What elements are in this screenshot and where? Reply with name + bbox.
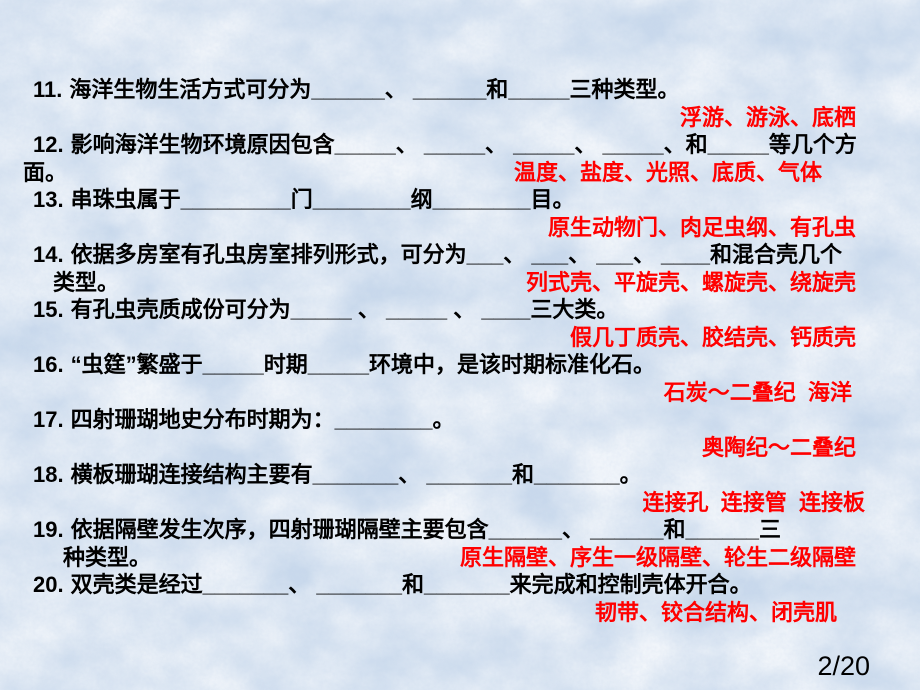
answer-19-text: 原生隔壁、序生一级隔壁、轮生二级隔壁	[459, 544, 856, 570]
answer-12-text: 温度、盐度、光照、底质、气体	[513, 159, 822, 185]
answer-16-line: 石炭～二叠纪 海洋	[33, 379, 920, 407]
page-number: 2/20	[817, 651, 870, 681]
question-19-wrap-line: 种类型。 原生隔壁、序生一级隔壁、轮生二级隔壁	[33, 544, 920, 572]
question-13-number: 13.	[33, 187, 64, 212]
answer-17-line: 奥陶纪～二叠纪	[33, 434, 920, 462]
question-11-number: 11.	[33, 77, 63, 102]
question-12-text: 影响海洋生物环境原因包含_____、 _____、 _____、 _____、和…	[70, 132, 857, 157]
answer-18-line: 连接孔 连接管 连接板	[33, 489, 920, 517]
answer-15-text: 假几丁质壳、胶结壳、钙质壳	[569, 324, 856, 350]
answer-15-line: 假几丁质壳、胶结壳、钙质壳	[33, 324, 920, 352]
question-14-line: 14.依据多房室有孔虫房室排列形式，可分为___、 ___、 ___、 ____…	[33, 241, 920, 269]
question-19-text: 依据隔壁发生次序，四射珊瑚隔壁主要包含______、 ______和______…	[70, 517, 781, 542]
answer-17-text: 奥陶纪～二叠纪	[701, 434, 856, 460]
answer-13-line: 原生动物门、肉足虫纲、有孔虫	[33, 214, 920, 242]
question-20-line: 20.双壳类是经过_______、 _______和_______来完成和控制壳…	[33, 571, 920, 599]
question-12-continuation: 面。	[23, 159, 68, 185]
question-list: 11.海洋生物生活方式可分为______、 ______和_____三种类型。 …	[23, 76, 920, 627]
question-13-text: 串珠虫属于_________门________纲________目。	[70, 187, 575, 212]
question-17-number: 17.	[33, 407, 64, 432]
question-18-number: 18.	[33, 462, 64, 487]
question-16-number: 16.	[33, 352, 64, 377]
question-15-text: 有孔虫壳质成份可分为_____ 、 _____ 、 ____三大类。	[70, 297, 619, 322]
answer-11-line: 浮游、游泳、底栖	[33, 104, 920, 132]
question-14-text: 依据多房室有孔虫房室排列形式，可分为___、 ___、 ___、 ____和混合…	[70, 242, 842, 267]
question-14-wrap-line: 类型。 列式壳、平旋壳、螺旋壳、绕旋壳	[33, 269, 920, 297]
question-13-line: 13.串珠虫属于_________门________纲________目。	[33, 186, 920, 214]
question-11-text: 海洋生物生活方式可分为______、 ______和_____三种类型。	[69, 77, 680, 102]
question-19-line: 19.依据隔壁发生次序，四射珊瑚隔壁主要包含______、 ______和___…	[33, 516, 920, 544]
question-11-line: 11.海洋生物生活方式可分为______、 ______和_____三种类型。	[33, 76, 920, 104]
question-20-text: 双壳类是经过_______、 _______和_______来完成和控制壳体开合…	[70, 572, 752, 597]
question-19-continuation: 种类型。	[63, 544, 152, 570]
question-15-number: 15.	[33, 297, 64, 322]
question-14-continuation: 类型。	[53, 269, 120, 295]
question-14-number: 14.	[33, 242, 64, 267]
question-17-line: 17.四射珊瑚地史分布时期为：________。	[33, 406, 920, 434]
answer-16-text: 石炭～二叠纪 海洋	[663, 379, 852, 405]
question-16-line: 16.“虫筳”繁盛于_____时期_____环境中，是该时期标准化石。	[33, 351, 920, 379]
answer-11-text: 浮游、游泳、底栖	[679, 104, 856, 130]
question-12-line: 12.影响海洋生物环境原因包含_____、 _____、 _____、 ____…	[33, 131, 920, 159]
question-20-number: 20.	[33, 572, 64, 597]
answer-20-text: 韧带、铰合结构、闭壳肌	[594, 599, 837, 625]
answer-20-line: 韧带、铰合结构、闭壳肌	[33, 599, 920, 627]
question-12-number: 12.	[33, 132, 64, 157]
question-18-line: 18.横板珊瑚连接结构主要有_______、 _______和_______。	[33, 461, 920, 489]
question-17-text: 四射珊瑚地史分布时期为：________。	[70, 407, 455, 432]
question-12-wrap-line: 面。 温度、盐度、光照、底质、气体	[23, 159, 920, 187]
answer-14-text: 列式壳、平旋壳、螺旋壳、绕旋壳	[525, 269, 856, 295]
question-15-line: 15.有孔虫壳质成份可分为_____ 、 _____ 、 ____三大类。	[33, 296, 920, 324]
question-18-text: 横板珊瑚连接结构主要有_______、 _______和_______。	[70, 462, 642, 487]
answer-13-text: 原生动物门、肉足虫纲、有孔虫	[547, 214, 856, 240]
answer-18-text: 连接孔 连接管 连接板	[642, 489, 865, 515]
question-16-text: “虫筳”繁盛于_____时期_____环境中，是该时期标准化石。	[70, 352, 655, 377]
question-19-number: 19.	[33, 517, 64, 542]
